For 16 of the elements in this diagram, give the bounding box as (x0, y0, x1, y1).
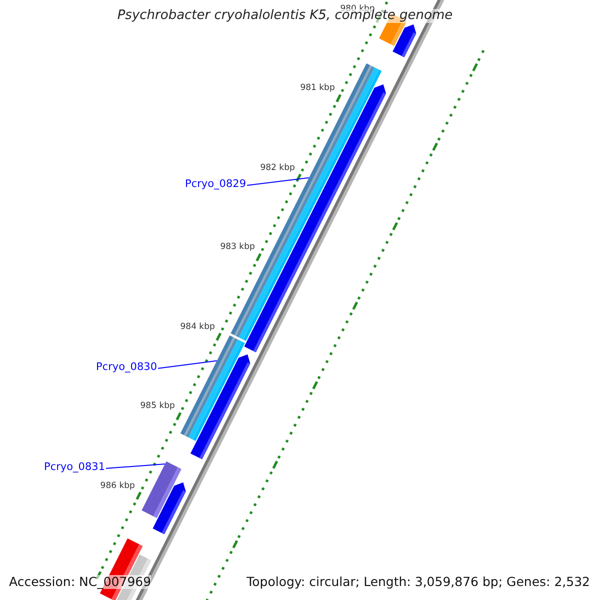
gene-bar (180, 335, 245, 442)
gene-label: Pcryo_0831 (44, 462, 106, 474)
leader-line (158, 360, 218, 369)
leader-line (246, 177, 310, 186)
gene-label: Pcryo_0830 (96, 362, 158, 374)
scale-label: 986 kbp (100, 482, 135, 492)
genome-info-text: Topology: circular; Length: 3,059,876 bp; Genes: 2,532 (246, 575, 590, 589)
scale-label: 985 kbp (140, 402, 175, 412)
scale-label: 983 kbp (220, 243, 255, 253)
scale-label: 984 kbp (180, 322, 215, 332)
gene-bar (142, 461, 182, 518)
gene-label: Pcryo_0829 (185, 179, 246, 191)
scale-label: 981 kbp (300, 84, 335, 94)
leader-line (106, 464, 166, 469)
scale-label: 982 kbp (260, 164, 295, 174)
accession-text: Accession: NC_007969 (9, 575, 152, 589)
